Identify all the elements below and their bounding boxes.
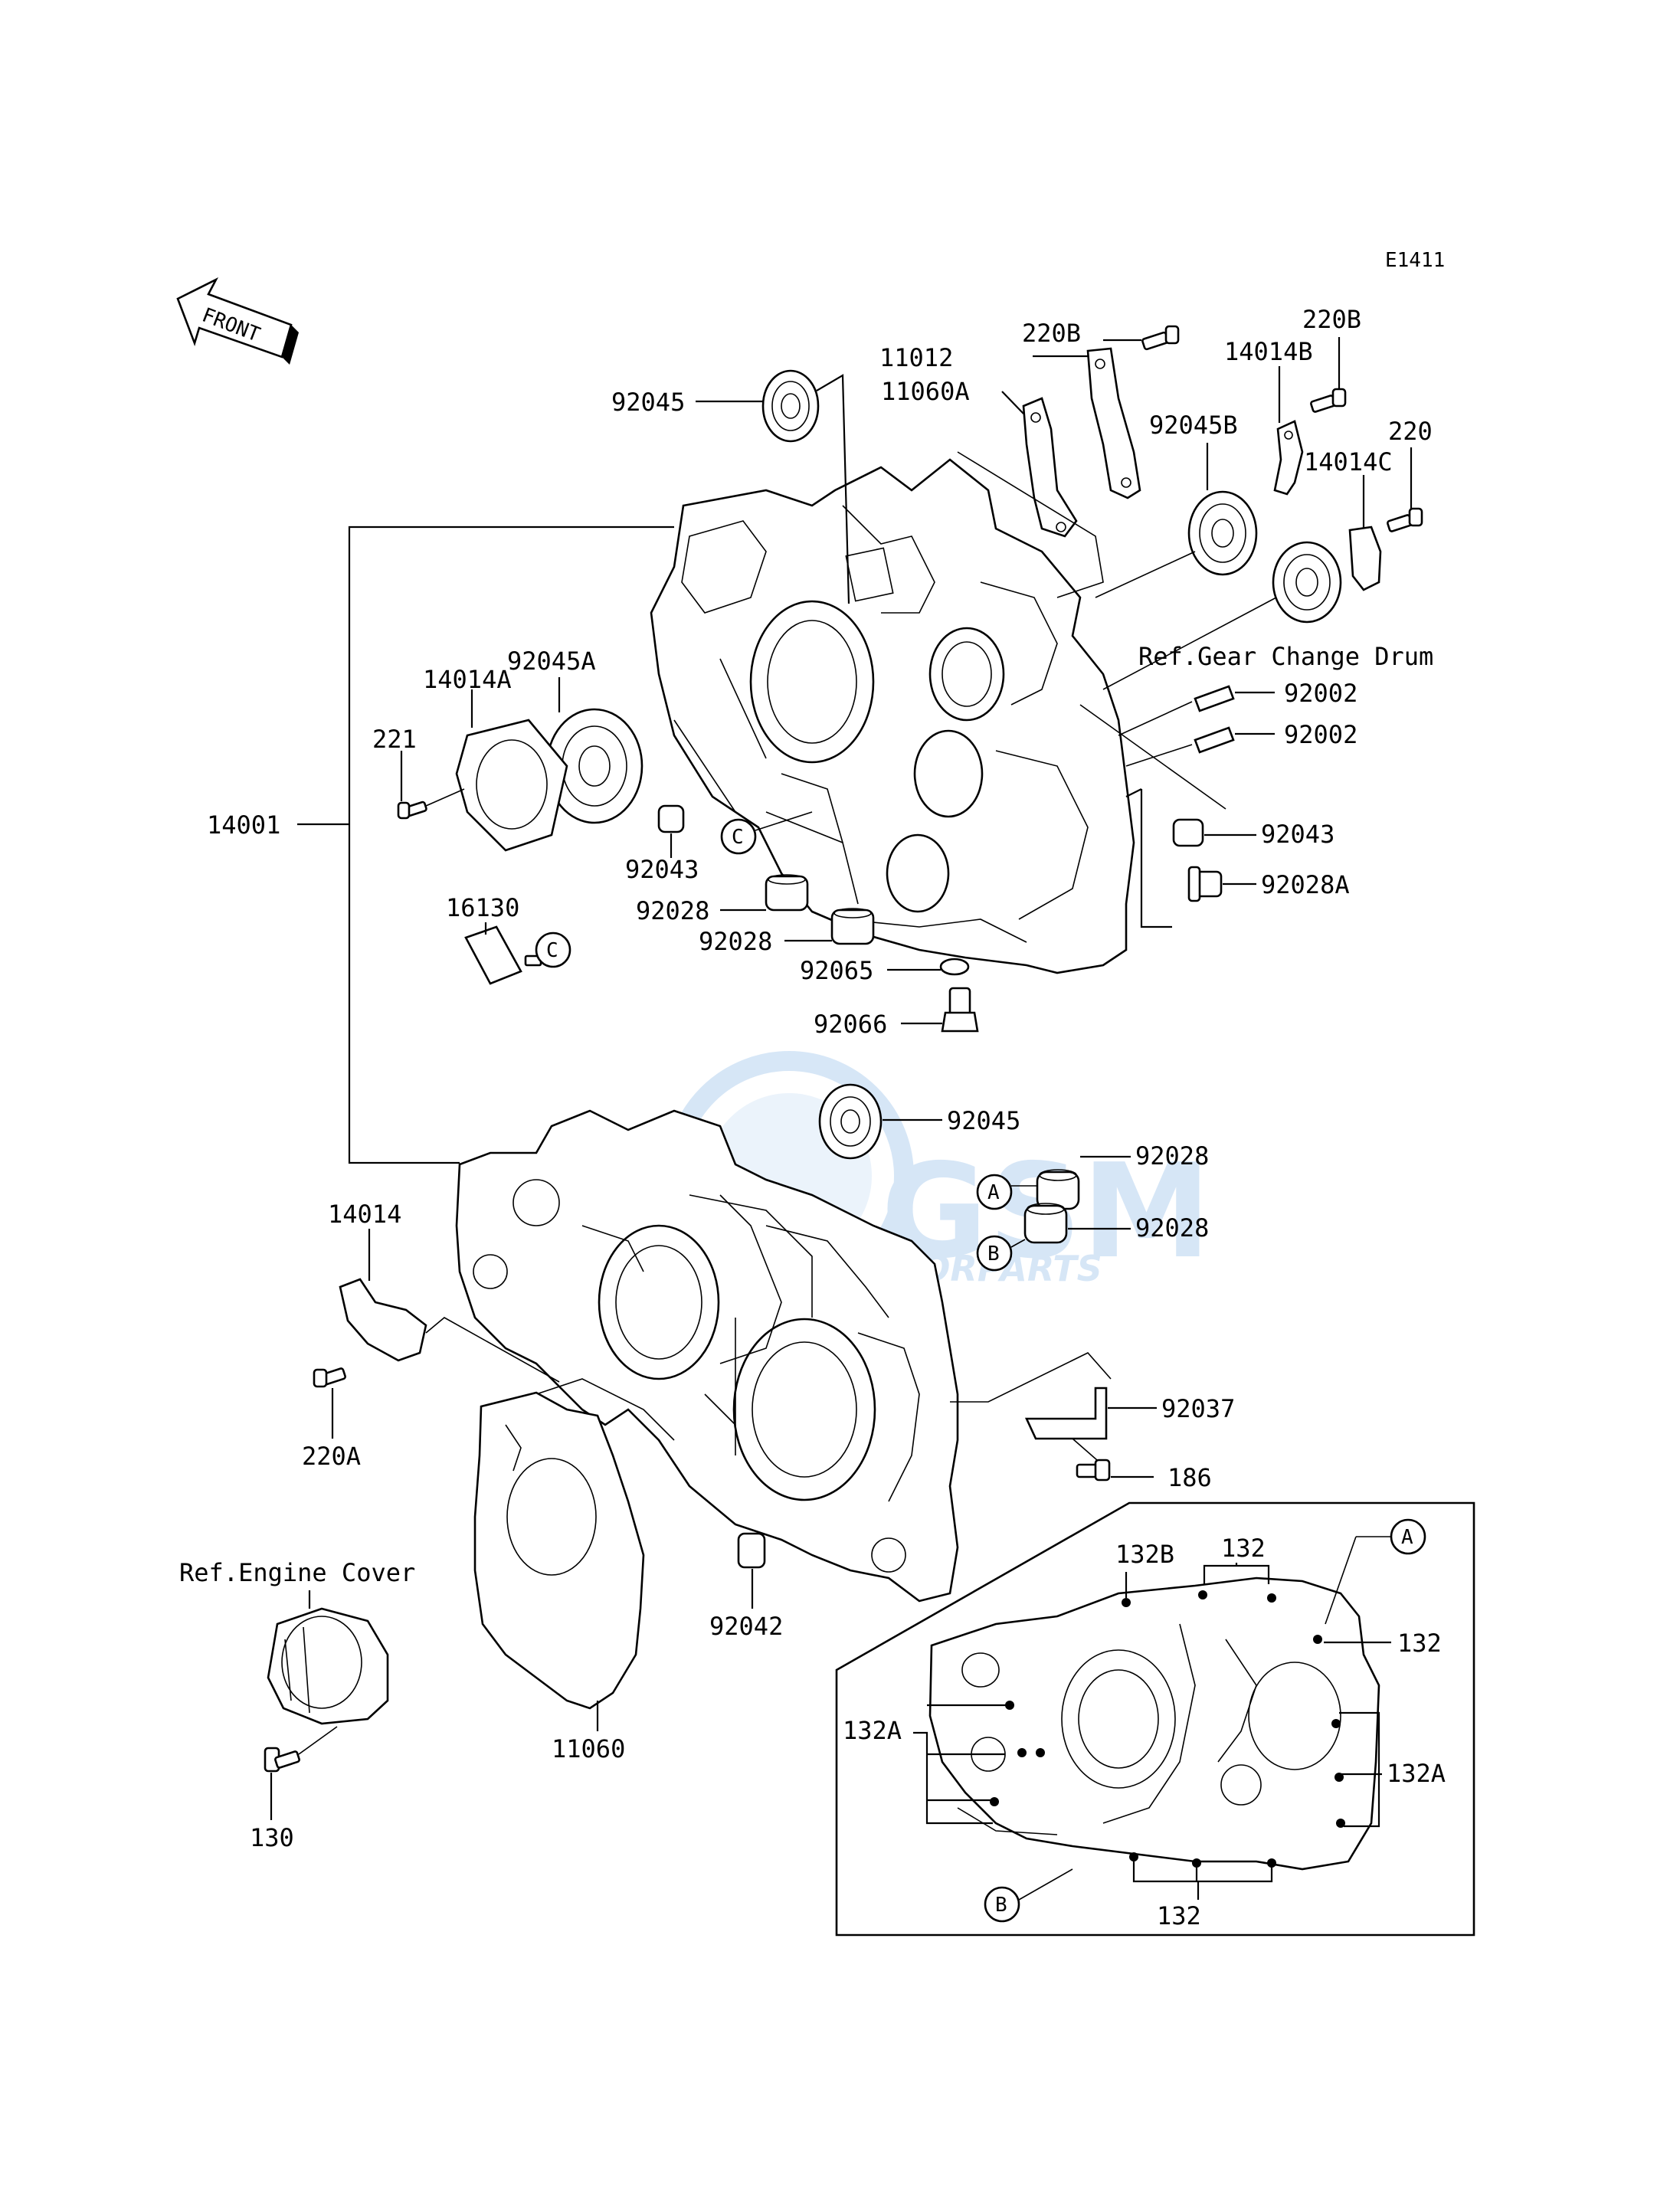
callout-b-inset: B xyxy=(984,1886,1020,1923)
diagram-code: E1411 xyxy=(1385,249,1445,272)
label-92045-mid: 92045 xyxy=(947,1106,1020,1135)
lower-crankcase-half xyxy=(455,1109,959,1603)
callout-b-mid: B xyxy=(976,1235,1013,1272)
label-92043-right: 92043 xyxy=(1261,820,1335,849)
label-132-right: 132 xyxy=(1397,1629,1442,1658)
gasket-11060 xyxy=(473,1391,645,1710)
svg-text:C: C xyxy=(546,939,558,962)
washer-92065 xyxy=(939,958,970,976)
callout-a-mid: A xyxy=(976,1174,1013,1210)
label-92042: 92042 xyxy=(709,1612,783,1641)
label-92002-b: 92002 xyxy=(1284,720,1357,749)
label-92045-top: 92045 xyxy=(611,388,685,417)
label-11060: 11060 xyxy=(552,1734,625,1763)
label-92066: 92066 xyxy=(814,1010,887,1039)
plate-14014B xyxy=(1273,420,1304,496)
label-ref-gear-change-drum: Ref.Gear Change Drum xyxy=(1138,642,1433,671)
label-132-top: 132 xyxy=(1221,1534,1266,1563)
callout-c-top: C xyxy=(720,818,757,855)
label-92028-a: 92028 xyxy=(636,896,709,925)
svg-text:A: A xyxy=(987,1181,1000,1204)
label-92045A: 92045A xyxy=(507,647,596,676)
label-220A: 220A xyxy=(302,1442,361,1471)
bracket-92037 xyxy=(1024,1387,1108,1440)
drain-plug-92066 xyxy=(941,987,979,1033)
label-92045B: 92045B xyxy=(1149,411,1238,440)
label-92037: 92037 xyxy=(1161,1394,1235,1423)
label-16130: 16130 xyxy=(446,893,519,922)
callout-c-left: C xyxy=(535,932,571,968)
stud-92002-b xyxy=(1194,726,1235,754)
label-186: 186 xyxy=(1167,1463,1212,1492)
label-132A-left: 132A xyxy=(843,1716,902,1745)
svg-text:B: B xyxy=(987,1243,1000,1265)
label-92002-a: 92002 xyxy=(1284,679,1357,708)
label-11012: 11012 xyxy=(879,343,953,372)
svg-text:A: A xyxy=(1401,1526,1413,1549)
label-92028-c: 92028 xyxy=(1135,1141,1209,1171)
label-132A-right: 132A xyxy=(1387,1759,1446,1788)
dowel-92028-a xyxy=(765,874,809,912)
dowel-92042 xyxy=(737,1532,766,1569)
label-132-bottom: 132 xyxy=(1157,1901,1201,1930)
label-14014A: 14014A xyxy=(423,665,512,694)
plate-14014 xyxy=(339,1278,427,1362)
label-132B: 132B xyxy=(1115,1540,1174,1569)
bolt-130 xyxy=(264,1747,300,1773)
bolt-220A xyxy=(313,1367,346,1388)
label-130: 130 xyxy=(250,1823,294,1852)
svg-text:B: B xyxy=(995,1894,1007,1917)
label-220B-a: 220B xyxy=(1022,319,1081,348)
bolt-220B-b xyxy=(1310,388,1347,413)
svg-text:C: C xyxy=(732,826,744,849)
bolt-186 xyxy=(1076,1459,1111,1482)
bolt-221 xyxy=(397,801,427,820)
bracket-11012 xyxy=(1086,347,1141,499)
dowel-92028-b xyxy=(830,908,875,945)
upper-crankcase-half xyxy=(650,458,1135,974)
label-14014C: 14014C xyxy=(1304,447,1393,476)
dowel-92043-right xyxy=(1172,818,1204,847)
dowel-92043-left xyxy=(657,804,685,833)
label-14014: 14014 xyxy=(328,1200,401,1229)
label-14001: 14001 xyxy=(207,810,280,840)
plate-14014C xyxy=(1348,526,1382,591)
bearing-gear-change-drum xyxy=(1272,541,1342,624)
label-92043-left: 92043 xyxy=(625,855,699,884)
engine-cover-part xyxy=(267,1607,389,1725)
label-92028A: 92028A xyxy=(1261,870,1350,899)
label-220: 220 xyxy=(1388,417,1433,446)
label-92028-b: 92028 xyxy=(699,927,772,956)
callout-a-inset: A xyxy=(1390,1518,1426,1555)
bracket-11060A xyxy=(1022,397,1078,538)
stud-92002-a xyxy=(1194,685,1235,712)
bolt-220 xyxy=(1387,507,1423,532)
bearing-92045-mid xyxy=(818,1083,883,1160)
bearing-92045B xyxy=(1187,490,1258,576)
bolt-layout-inset xyxy=(835,1501,1475,1937)
dowel-92028A xyxy=(1187,866,1223,902)
label-92028-d: 92028 xyxy=(1135,1213,1209,1243)
front-arrow-icon: FRONT xyxy=(176,277,299,365)
plate-14014A xyxy=(455,719,568,852)
bearing-92045-top xyxy=(761,369,820,443)
label-14014B: 14014B xyxy=(1224,337,1313,366)
bracket-14001 xyxy=(348,526,674,1164)
dowel-92028-d xyxy=(1023,1203,1068,1244)
label-11060A: 11060A xyxy=(881,377,970,406)
label-92065: 92065 xyxy=(800,956,873,985)
sensor-16130 xyxy=(464,925,542,985)
bolt-220B-a xyxy=(1141,325,1180,351)
label-ref-engine-cover: Ref.Engine Cover xyxy=(179,1558,415,1587)
label-220B-b: 220B xyxy=(1302,305,1361,334)
label-221: 221 xyxy=(372,725,417,754)
